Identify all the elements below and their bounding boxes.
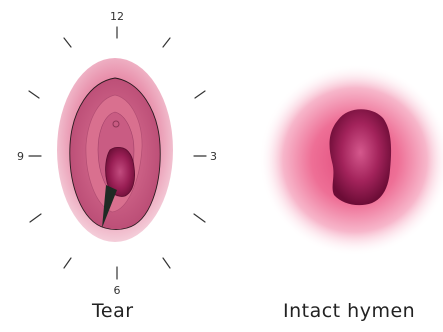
tick-1 (163, 38, 170, 47)
caption-intact-hymen: Intact hymen (283, 300, 415, 322)
clock-number-12: 12 (110, 10, 124, 23)
clock-number-3: 3 (210, 150, 217, 163)
tick-7 (64, 258, 71, 268)
tick-2 (195, 91, 205, 98)
tick-4 (194, 214, 205, 222)
hymen-opening (330, 109, 392, 205)
tick-11 (64, 38, 71, 47)
tick-10 (29, 91, 39, 98)
tick-8 (30, 214, 41, 222)
clock-number-9: 9 (17, 150, 24, 163)
intact-hymen-illustration (259, 64, 443, 256)
tear-illustration (57, 58, 173, 242)
clock-number-6: 6 (114, 284, 121, 297)
tick-5 (163, 258, 170, 268)
caption-tear: Tear (92, 300, 134, 322)
